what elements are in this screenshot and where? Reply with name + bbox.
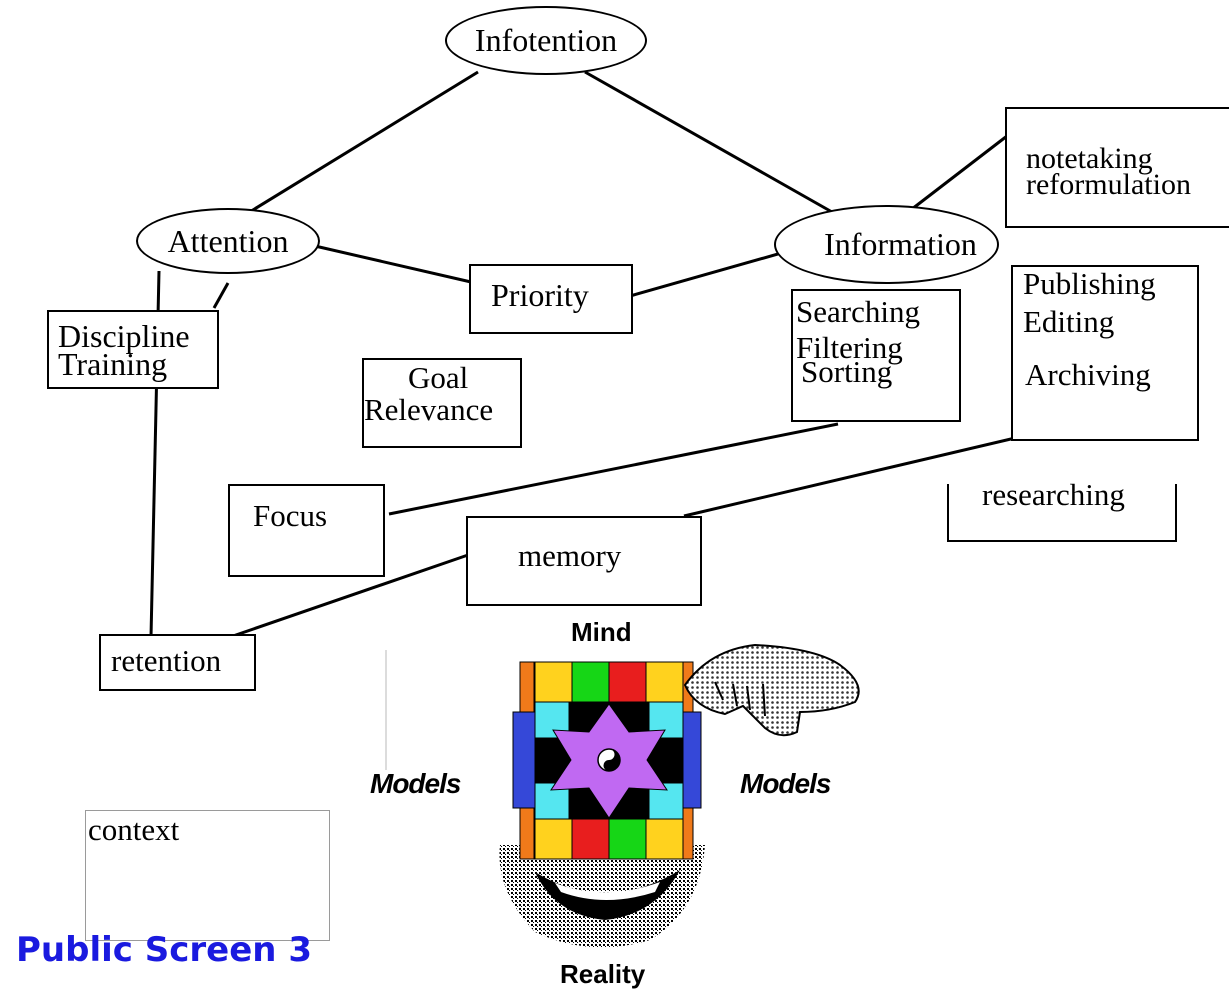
node-attention[interactable]: Attention: [136, 208, 320, 274]
node-researching-label: researching: [982, 477, 1125, 512]
link-infotention-attention: [247, 70, 479, 215]
face-icon: [499, 845, 705, 948]
node-memory[interactable]: memory: [466, 516, 702, 606]
node-priority[interactable]: Priority: [469, 264, 633, 334]
node-goal-relevance[interactable]: Goal Relevance: [362, 358, 522, 448]
link-attention-priority: [314, 244, 472, 284]
node-infotention[interactable]: Infotention: [445, 6, 647, 75]
node-retention-label: retention: [111, 643, 222, 678]
pointing-hand-icon: [683, 643, 860, 737]
node-archiving-label: Archiving: [1025, 357, 1151, 392]
node-notetaking-label: notetaking: [1026, 142, 1153, 175]
models-right-label: Models: [740, 768, 831, 799]
node-goal-label: Goal: [408, 360, 469, 395]
node-discipline-label: Discipline: [58, 318, 190, 354]
node-attention-label: Attention: [167, 222, 289, 259]
yin-yang-icon: [597, 748, 621, 772]
mind-cube-illustration: [499, 643, 860, 948]
node-reformulation-label: reformulation: [1026, 168, 1191, 201]
node-relevance-label: Relevance: [364, 392, 494, 427]
link-information-notetaking: [911, 134, 1008, 211]
models-left-label: Models: [370, 768, 461, 799]
node-priority-label: Priority: [491, 277, 589, 313]
node-context[interactable]: context: [85, 810, 330, 941]
node-discipline-training[interactable]: Discipline Training: [47, 310, 219, 389]
node-filtering-label: Filtering: [796, 330, 903, 365]
node-focus[interactable]: Focus: [228, 484, 385, 577]
link-attention-discipline: [212, 282, 230, 309]
node-memory-label: memory: [518, 538, 622, 573]
node-infotention-label: Infotention: [474, 22, 618, 58]
node-researching[interactable]: researching: [947, 479, 1177, 542]
reality-label: Reality: [560, 959, 646, 989]
node-publishing-editing-archiving[interactable]: Publishing Editing Archiving: [1011, 265, 1199, 441]
node-searching-filtering-sorting[interactable]: Searching Filtering Sorting: [791, 289, 961, 422]
node-context-label: context: [88, 812, 180, 847]
link-publishing-memory: [683, 432, 1033, 518]
link-searching-focus: [388, 422, 839, 516]
node-information-label: Information: [824, 226, 977, 262]
node-information[interactable]: Information: [774, 205, 999, 284]
node-training-label: Training: [58, 346, 168, 382]
node-sorting-label: Sorting: [801, 354, 893, 389]
link-priority-information: [629, 250, 786, 298]
link-memory-retention: [232, 553, 469, 638]
link-infotention-information: [584, 70, 833, 214]
node-notetaking-reformulation[interactable]: notetaking reformulation: [1005, 107, 1229, 228]
mind-label: Mind: [571, 617, 632, 647]
node-searching-label: Searching: [796, 294, 920, 329]
screen-label: Public Screen 3: [16, 930, 312, 970]
node-publishing-label: Publishing: [1023, 266, 1156, 301]
node-editing-label: Editing: [1023, 304, 1115, 339]
node-retention[interactable]: retention: [99, 634, 256, 691]
node-focus-label: Focus: [253, 498, 328, 533]
